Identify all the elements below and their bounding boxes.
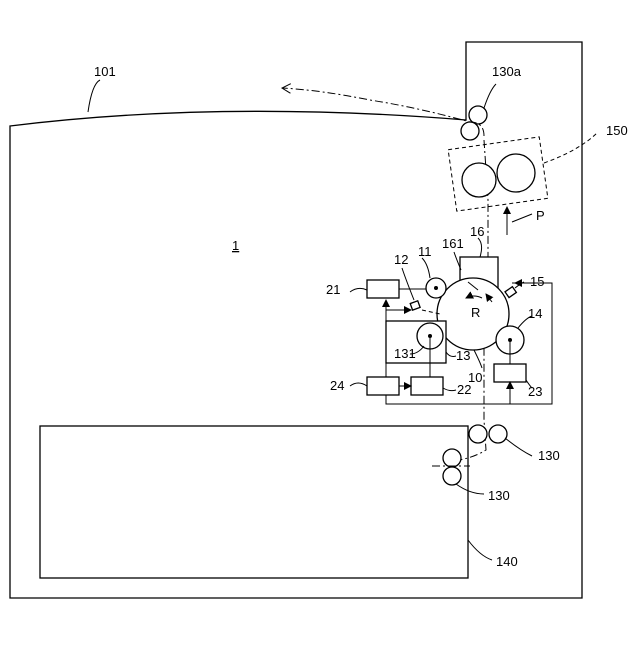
leader-P [512, 214, 532, 222]
leader-22 [443, 388, 456, 391]
feed-roller-b [443, 467, 461, 485]
leader-13 [446, 352, 456, 357]
leader-130-upper [505, 438, 532, 456]
paper-tray [40, 426, 468, 578]
label-15: 15 [530, 274, 544, 289]
developer-roller-axis [428, 334, 432, 338]
power-supply-develop [411, 377, 443, 395]
label-130a: 130a [492, 64, 522, 79]
exit-roller-upper [469, 106, 487, 124]
label-22: 22 [457, 382, 471, 397]
label-R: R [471, 305, 480, 320]
label-101: 101 [94, 64, 116, 79]
exposure-device [410, 301, 420, 310]
leader-24 [350, 383, 367, 386]
power-supply-transfer [494, 364, 526, 382]
label-150: 150 [606, 123, 628, 138]
label-13: 13 [456, 348, 470, 363]
label-24: 24 [330, 378, 344, 393]
charging-roller-axis [434, 286, 438, 290]
controller-box [367, 377, 399, 395]
label-21: 21 [326, 282, 340, 297]
leader-16 [478, 238, 482, 257]
label-14: 14 [528, 306, 542, 321]
feed-roller-a [443, 449, 461, 467]
leader-11 [422, 258, 430, 278]
leader-101 [88, 80, 100, 112]
label-12: 12 [394, 252, 408, 267]
label-apparatus: 1 [232, 238, 239, 253]
conveying-roller-b [489, 425, 507, 443]
label-16: 16 [470, 224, 484, 239]
label-130-lower: 130 [488, 488, 510, 503]
leader-130-lower [456, 484, 484, 494]
label-130-upper: 130 [538, 448, 560, 463]
fixing-roller-left [462, 163, 496, 197]
label-P: P [536, 208, 545, 223]
label-11: 11 [418, 244, 432, 259]
power-supply-charge [367, 280, 399, 298]
fixing-roller-right [497, 154, 535, 192]
leader-21 [350, 288, 367, 292]
label-161: 161 [442, 236, 464, 251]
transfer-roller-axis [508, 338, 512, 342]
label-131: 131 [394, 346, 416, 361]
leader-150 [544, 132, 598, 163]
leader-10 [474, 350, 482, 368]
exit-roller-lower [461, 122, 479, 140]
conveying-roller-a [469, 425, 487, 443]
leader-12 [402, 268, 414, 300]
sensor-device [505, 287, 516, 298]
leader-130a [484, 84, 496, 108]
label-140: 140 [496, 554, 518, 569]
leader-140 [468, 540, 492, 560]
label-23: 23 [528, 384, 542, 399]
